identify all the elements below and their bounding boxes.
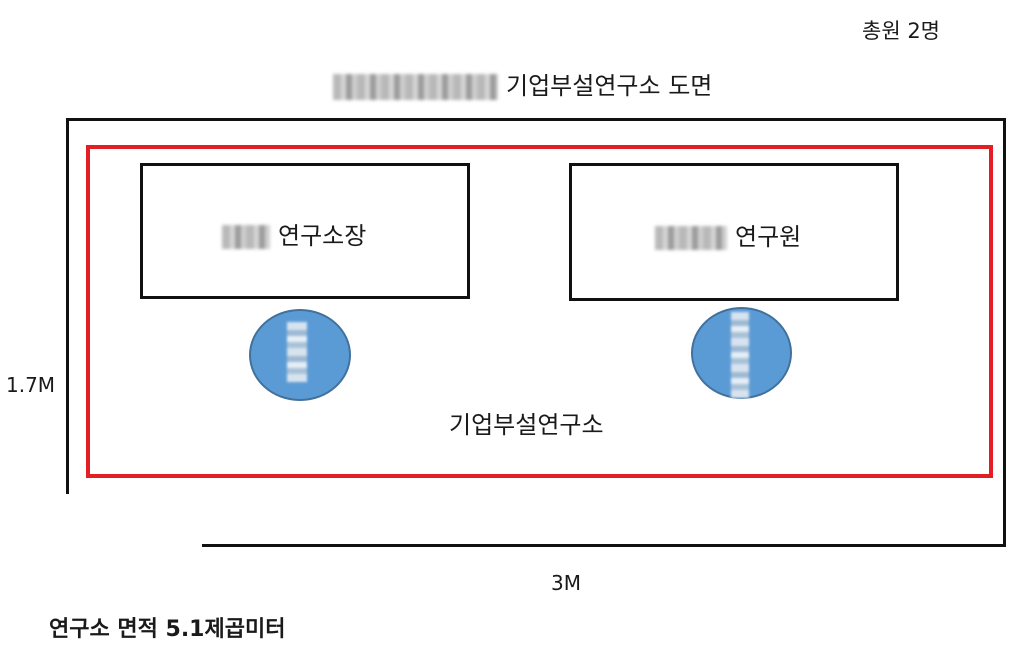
redacted-director-name xyxy=(222,225,270,249)
redacted-researcher-name xyxy=(655,226,727,250)
outer-frame-bottom xyxy=(202,544,1006,547)
outer-frame-right xyxy=(1003,118,1006,547)
headcount-label: 총원 2명 xyxy=(862,19,940,43)
drawing-title-text: 기업부설연구소 도면 xyxy=(506,72,713,100)
lab-boundary xyxy=(86,145,993,478)
room-researcher-label: 연구원 xyxy=(655,217,801,252)
outer-frame-left xyxy=(66,118,69,494)
height-dimension-label: 1.7M xyxy=(6,373,56,397)
redacted-company-name xyxy=(333,74,498,100)
area-note: 연구소 면적 5.1제곱미터 xyxy=(49,617,286,642)
room-director-label: 연구소장 xyxy=(222,216,366,251)
redacted-seat-researcher-name xyxy=(731,312,749,398)
redacted-seat-director-name xyxy=(287,322,307,382)
room-director xyxy=(140,163,470,299)
width-dimension-label: 3M xyxy=(551,571,581,595)
lab-label: 기업부설연구소 xyxy=(449,411,604,439)
drawing-title: 기업부설연구소 도면 xyxy=(333,66,712,101)
room-director-label-text: 연구소장 xyxy=(278,222,367,250)
outer-frame-top xyxy=(66,118,1006,121)
room-researcher-label-text: 연구원 xyxy=(735,223,802,251)
room-researcher xyxy=(569,163,899,301)
